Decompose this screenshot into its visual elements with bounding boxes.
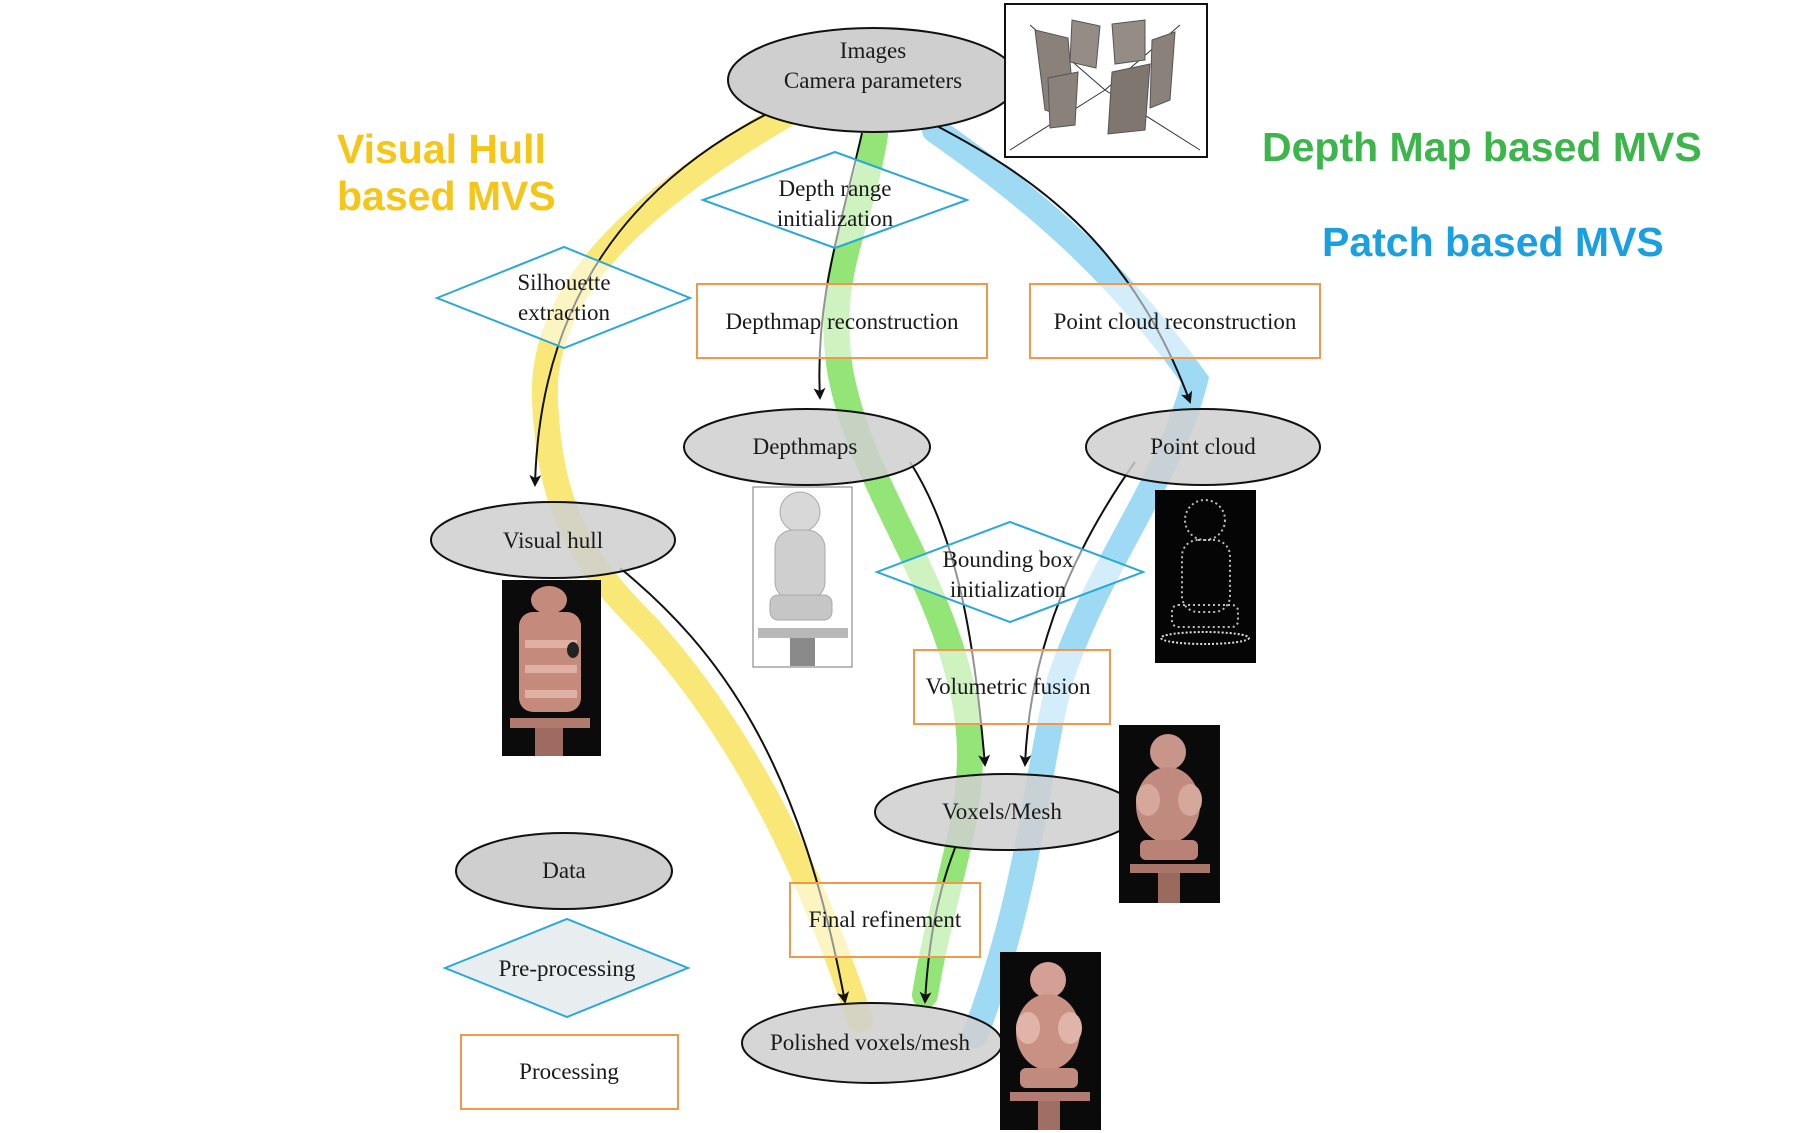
point-cloud-image (1155, 490, 1256, 663)
images-label: Images (840, 38, 906, 63)
depth-range-label-line1: Depth range (778, 176, 891, 201)
bounding-box-diamond: Bounding box initialization (874, 520, 1146, 624)
depthmaps-node: Depthmaps (683, 408, 931, 486)
patch-title: Patch based MVS (1322, 219, 1664, 265)
silhouette-label-line2: extraction (518, 300, 610, 325)
silhouette-label-line1: Silhouette (517, 270, 610, 295)
final-refinement-box: Final refinement (789, 882, 981, 958)
volumetric-fusion-label: Volumetric fusion (925, 674, 1091, 699)
camera-setup-image (1004, 3, 1208, 158)
legend-preprocessing: Pre-processing (442, 917, 691, 1019)
point-cloud-reconstruction-label: Point cloud reconstruction (1054, 309, 1297, 334)
bounding-box-label-line2: initialization (950, 577, 1067, 602)
voxels-mesh-label: Voxels/Mesh (942, 799, 1062, 824)
legend-preprocessing-label: Pre-processing (499, 956, 636, 981)
visual-hull-label: Visual hull (503, 528, 603, 553)
volumetric-fusion-box: Volumetric fusion (913, 649, 1111, 725)
depth-map-title: Depth Map based MVS (1262, 124, 1702, 170)
legend-processing: Processing (460, 1034, 679, 1110)
polished-label: Polished voxels/mesh (770, 1030, 970, 1055)
legend-data-label: Data (542, 858, 585, 883)
legend-processing-label: Processing (519, 1059, 619, 1084)
depthmap-reconstruction-box: Depthmap reconstruction (696, 283, 988, 359)
depth-range-label-line2: initialization (777, 206, 894, 231)
images-node: Images Camera parameters (727, 27, 1019, 133)
arrow-images-to-visual-hull (529, 114, 766, 487)
legend-data: Data (455, 832, 673, 910)
depth-range-diamond: Depth range initialization (700, 150, 970, 250)
polished-image (1000, 952, 1101, 1130)
point-cloud-label: Point cloud (1150, 434, 1256, 459)
voxels-mesh-node: Voxels/Mesh (874, 773, 1138, 851)
polished-node: Polished voxels/mesh (741, 1002, 1003, 1084)
final-refinement-label: Final refinement (809, 907, 962, 932)
point-cloud-node: Point cloud (1085, 408, 1321, 486)
visual-hull-title-line2: based MVS (337, 173, 556, 219)
depthmap-reconstruction-label: Depthmap reconstruction (725, 309, 959, 334)
depthmap-image (752, 486, 853, 668)
bounding-box-label-line1: Bounding box (943, 547, 1074, 572)
visual-hull-title-line1: Visual Hull (337, 126, 546, 172)
camera-parameters-label: Camera parameters (784, 68, 962, 93)
point-cloud-reconstruction-box: Point cloud reconstruction (1029, 283, 1321, 359)
silhouette-diamond: Silhouette extraction (434, 245, 693, 350)
depthmaps-label: Depthmaps (753, 434, 858, 459)
visual-hull-node: Visual hull (430, 501, 676, 579)
voxels-mesh-image (1119, 725, 1220, 903)
visual-hull-image (502, 580, 601, 756)
